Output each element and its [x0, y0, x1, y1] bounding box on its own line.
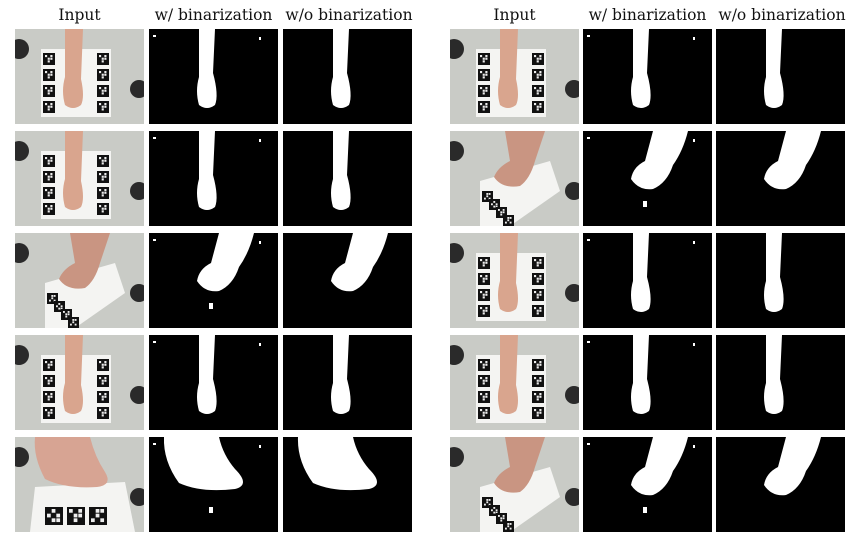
header-left-with-binarization: w/ binarization	[154, 6, 273, 24]
left-row5-with-binarization-image	[149, 437, 278, 532]
left-row3-input-graphic	[15, 233, 144, 328]
left-row1-without-binarization-graphic	[283, 29, 412, 124]
header-right-input: Input	[493, 6, 536, 24]
left-row3-without-binarization-graphic	[283, 233, 412, 328]
left-row3-with-binarization-image	[149, 233, 278, 328]
left-row2-with-binarization-graphic	[149, 131, 278, 226]
left-row2-without-binarization-graphic	[283, 131, 412, 226]
header-right-without-binarization: w/o binarization	[718, 6, 846, 24]
right-row2-without-binarization-image	[716, 131, 845, 226]
right-row4-input-image	[450, 335, 579, 430]
left-row4-without-binarization-graphic	[283, 335, 412, 430]
header-right-with-binarization: w/ binarization	[588, 6, 707, 24]
right-row1-with-binarization-image	[583, 29, 712, 124]
left-row5-without-binarization-image	[283, 437, 412, 532]
left-row5-without-binarization-graphic	[283, 437, 412, 532]
left-row1-input-image	[15, 29, 144, 124]
header-left-input: Input	[58, 6, 101, 24]
right-row1-input-image	[450, 29, 579, 124]
left-row3-with-binarization-graphic	[149, 233, 278, 328]
right-row3-input-graphic	[450, 233, 579, 328]
header-left-without-binarization: w/o binarization	[285, 6, 413, 24]
left-row1-without-binarization-image	[283, 29, 412, 124]
right-row4-without-binarization-graphic	[716, 335, 845, 430]
left-row3-input-image	[15, 233, 144, 328]
left-row4-with-binarization-image	[149, 335, 278, 430]
left-row2-input-graphic	[15, 131, 144, 226]
right-row2-input-image	[450, 131, 579, 226]
left-row2-without-binarization-image	[283, 131, 412, 226]
left-row3-without-binarization-image	[283, 233, 412, 328]
left-row4-input-graphic	[15, 335, 144, 430]
right-row5-input-graphic	[450, 437, 579, 532]
left-row1-with-binarization-graphic	[149, 29, 278, 124]
right-row5-input-image	[450, 437, 579, 532]
right-row4-with-binarization-image	[583, 335, 712, 430]
right-row4-input-graphic	[450, 335, 579, 430]
right-row1-without-binarization-graphic	[716, 29, 845, 124]
right-row2-without-binarization-graphic	[716, 131, 845, 226]
right-row2-with-binarization-image	[583, 131, 712, 226]
right-row2-input-graphic	[450, 131, 579, 226]
left-row2-input-image	[15, 131, 144, 226]
left-row4-input-image	[15, 335, 144, 430]
right-row3-with-binarization-image	[583, 233, 712, 328]
left-row4-without-binarization-image	[283, 335, 412, 430]
left-row5-input-image	[15, 437, 144, 532]
left-row5-with-binarization-graphic	[149, 437, 278, 532]
right-row4-without-binarization-image	[716, 335, 845, 430]
right-row5-without-binarization-image	[716, 437, 845, 532]
right-row1-without-binarization-image	[716, 29, 845, 124]
right-row5-with-binarization-graphic	[583, 437, 712, 532]
right-row2-with-binarization-graphic	[583, 131, 712, 226]
left-row4-with-binarization-graphic	[149, 335, 278, 430]
right-row3-input-image	[450, 233, 579, 328]
right-row4-with-binarization-graphic	[583, 335, 712, 430]
left-row2-with-binarization-image	[149, 131, 278, 226]
right-row3-without-binarization-graphic	[716, 233, 845, 328]
right-row5-with-binarization-image	[583, 437, 712, 532]
right-row1-with-binarization-graphic	[583, 29, 712, 124]
right-row5-without-binarization-graphic	[716, 437, 845, 532]
left-row1-with-binarization-image	[149, 29, 278, 124]
left-row5-input-graphic	[15, 437, 144, 532]
left-row1-input-graphic	[15, 29, 144, 124]
right-row3-without-binarization-image	[716, 233, 845, 328]
right-row3-with-binarization-graphic	[583, 233, 712, 328]
right-row1-input-graphic	[450, 29, 579, 124]
